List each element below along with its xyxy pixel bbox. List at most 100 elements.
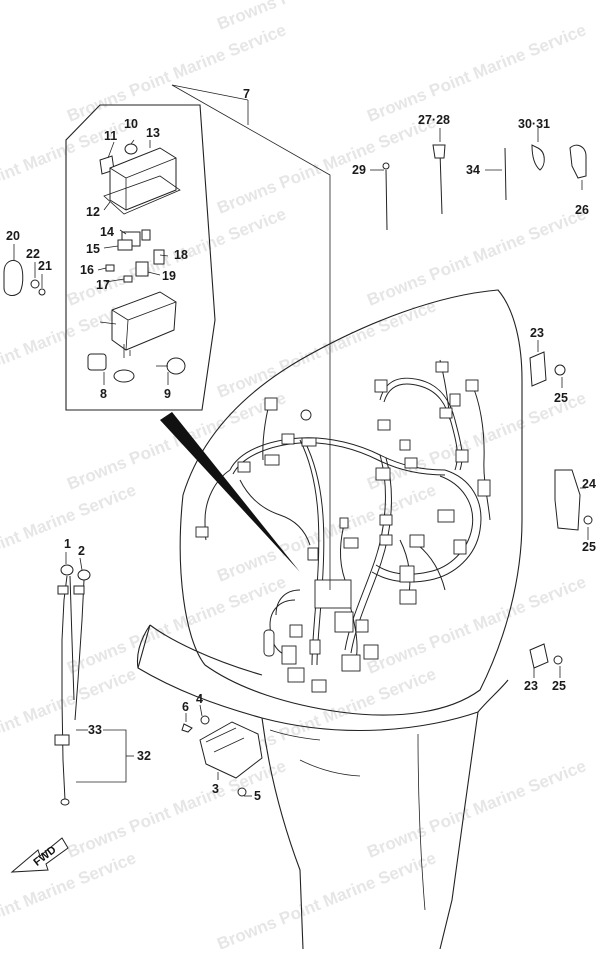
harness-connector bbox=[377, 419, 391, 431]
callout-12: 12 bbox=[86, 205, 100, 219]
fuse bbox=[135, 261, 149, 277]
detail-box bbox=[65, 104, 216, 411]
relay-base bbox=[117, 239, 133, 251]
callout-20: 20 bbox=[6, 229, 20, 243]
nut-22 bbox=[30, 279, 40, 289]
watermark-text: Browns Point Marine Service bbox=[364, 756, 588, 861]
watermark-text: Browns Point Marine Service bbox=[0, 848, 139, 949]
clamp-23 bbox=[529, 643, 549, 669]
harness-connector bbox=[195, 526, 209, 538]
callout-27-28: 27·28 bbox=[418, 113, 450, 127]
callout-22: 22 bbox=[26, 247, 40, 261]
callout-16: 16 bbox=[80, 263, 94, 277]
tie-29 bbox=[385, 169, 388, 231]
callout-32: 32 bbox=[137, 749, 151, 763]
callout-29: 29 bbox=[352, 163, 366, 177]
boot bbox=[166, 357, 186, 375]
watermark-text: Browns Point Marine Service bbox=[214, 0, 438, 34]
harness-connector bbox=[379, 514, 393, 526]
harness-connector bbox=[281, 645, 297, 665]
callout-9: 9 bbox=[164, 387, 171, 401]
terminal bbox=[123, 275, 133, 283]
tie-34 bbox=[504, 147, 507, 201]
seal-ring bbox=[113, 369, 135, 383]
harness-connector bbox=[311, 679, 327, 693]
callout-15: 15 bbox=[86, 242, 100, 256]
callout-3: 3 bbox=[212, 782, 219, 796]
battery-cable bbox=[54, 564, 91, 806]
callout-7: 7 bbox=[243, 87, 250, 101]
harness-connector bbox=[309, 639, 321, 655]
harness-connector bbox=[477, 479, 491, 497]
callout-24: 24 bbox=[582, 477, 596, 491]
callout-6: 6 bbox=[182, 700, 189, 714]
junction-box bbox=[314, 579, 352, 609]
watermark-text: Browns Point Marine Service bbox=[214, 296, 438, 401]
callout-5: 5 bbox=[254, 789, 261, 803]
bolt-25 bbox=[583, 515, 593, 525]
fuse-cap bbox=[124, 143, 138, 155]
harness-connector bbox=[264, 454, 280, 466]
harness-connector bbox=[355, 619, 369, 633]
watermark-text: Browns Point Marine Service bbox=[364, 20, 588, 125]
callout-26: 26 bbox=[575, 203, 589, 217]
bolt-25 bbox=[554, 364, 566, 376]
harness-connector bbox=[263, 629, 275, 657]
watermark-text: Browns Point Marine Service bbox=[64, 572, 288, 677]
harness-connector bbox=[409, 534, 425, 548]
callout-23a: 23 bbox=[530, 326, 544, 340]
harness-connector bbox=[375, 467, 391, 481]
tie-27 bbox=[439, 151, 443, 215]
callout-8: 8 bbox=[100, 387, 107, 401]
callout-11: 11 bbox=[104, 129, 117, 143]
wiring-harness bbox=[195, 359, 491, 693]
watermark-text: Browns Point Marine Service bbox=[0, 664, 139, 769]
callout-23b: 23 bbox=[524, 679, 538, 693]
harness-connector bbox=[363, 644, 379, 660]
callout-33: 33 bbox=[88, 723, 102, 737]
harness-connector bbox=[300, 409, 312, 421]
harness-connector bbox=[435, 361, 449, 373]
harness-connector bbox=[399, 589, 417, 605]
harness-connector bbox=[289, 624, 303, 638]
washer-21 bbox=[38, 288, 46, 296]
grommet bbox=[87, 353, 107, 371]
callout-30-31: 30·31 bbox=[518, 117, 550, 131]
fuse-box bbox=[109, 147, 177, 211]
harness-connector bbox=[439, 407, 453, 419]
clip-30 bbox=[531, 144, 545, 171]
harness-connector bbox=[374, 379, 388, 393]
harness-connector bbox=[453, 539, 467, 555]
harness-connector bbox=[301, 437, 317, 447]
callout-34: 34 bbox=[466, 163, 480, 177]
cover-20 bbox=[3, 259, 24, 296]
watermark-text: Browns Point Marine Service bbox=[0, 0, 139, 34]
terminal bbox=[105, 264, 115, 272]
relay-clip bbox=[141, 229, 151, 241]
callout-labels: 7 10 11 13 12 14 15 16 17 18 19 8 9 20 2… bbox=[6, 87, 596, 803]
harness-connector bbox=[455, 449, 469, 463]
bolt-25 bbox=[553, 655, 563, 665]
engine-cowling bbox=[136, 289, 523, 950]
callout-25a: 25 bbox=[554, 391, 568, 405]
detail-pointer bbox=[160, 412, 300, 572]
watermark-text: Browns Point Marine Service bbox=[64, 756, 288, 861]
harness-connector bbox=[281, 433, 295, 445]
harness-connector bbox=[404, 457, 418, 469]
callout-19: 19 bbox=[162, 269, 176, 283]
callout-17: 17 bbox=[96, 278, 110, 292]
callout-25c: 25 bbox=[552, 679, 566, 693]
leader-lines bbox=[13, 84, 589, 797]
harness-connector bbox=[237, 461, 251, 473]
callout-25b: 25 bbox=[582, 540, 596, 554]
bracket-24 bbox=[554, 469, 581, 531]
harness-connector bbox=[399, 439, 411, 451]
callout-4: 4 bbox=[196, 692, 203, 706]
fuse-box-body bbox=[111, 291, 177, 351]
harness-connector bbox=[465, 379, 479, 392]
harness-connector bbox=[343, 537, 359, 549]
clamp-23 bbox=[529, 351, 547, 387]
watermark-text: Browns Point Marine Service bbox=[64, 20, 288, 125]
